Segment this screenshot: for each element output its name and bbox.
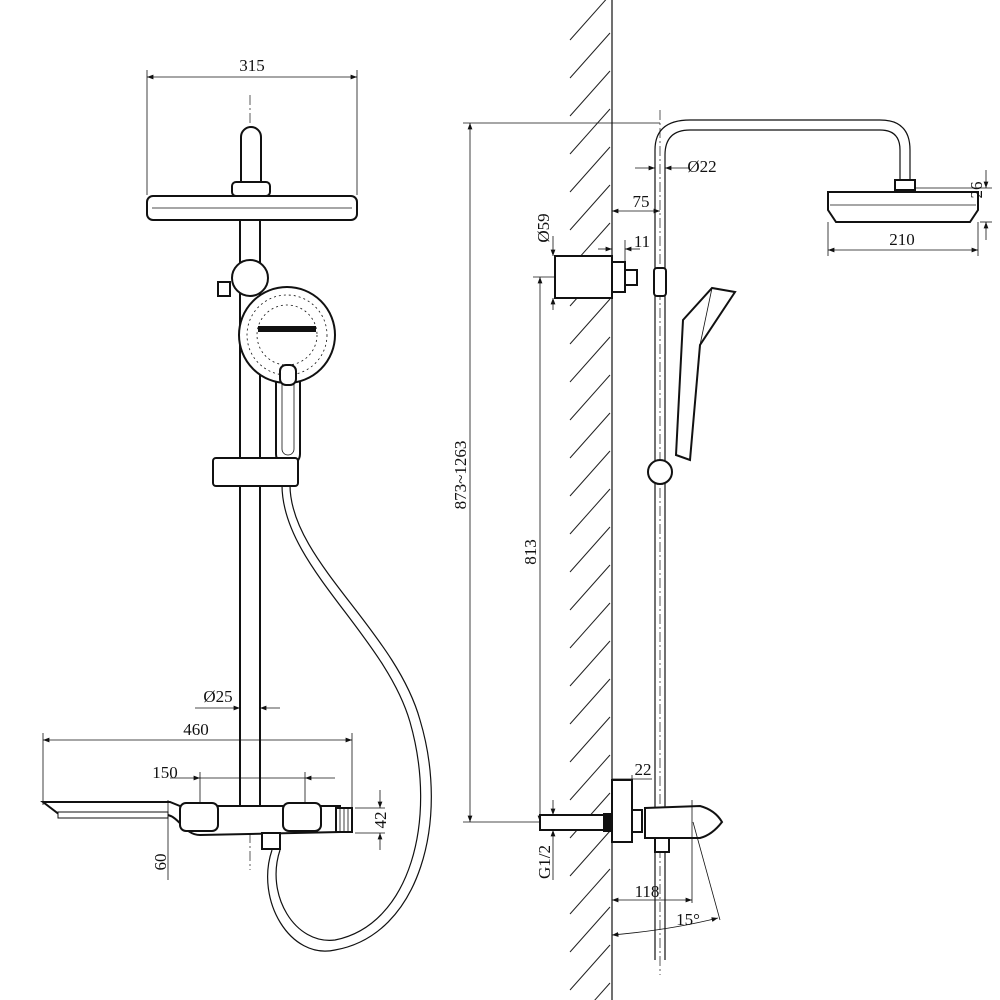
dim-rail-height: 813 xyxy=(521,276,555,822)
dim-valve-centers: 150 xyxy=(152,763,335,805)
svg-text:42: 42 xyxy=(371,812,390,829)
slide-holder xyxy=(212,457,299,487)
dim-rail-diameter: Ø25 xyxy=(195,687,280,711)
svg-text:873~1263: 873~1263 xyxy=(451,441,470,510)
diverter-knob xyxy=(231,259,269,297)
hatch-line xyxy=(569,868,611,915)
side-arm-inner xyxy=(664,129,901,960)
hatch-line xyxy=(569,678,611,725)
svg-text:813: 813 xyxy=(521,539,540,565)
svg-text:460: 460 xyxy=(183,720,209,739)
svg-text:26: 26 xyxy=(967,182,986,199)
spray-selector xyxy=(258,326,316,332)
hatch-line xyxy=(569,412,611,459)
wall-hatching xyxy=(569,0,613,1000)
dim-head-thickness: 26 xyxy=(915,170,992,240)
hatch-line xyxy=(569,640,611,687)
hatch-line xyxy=(569,602,611,649)
dim-total-height: 873~1263 xyxy=(451,122,660,823)
dim-bracket-offset: 11 xyxy=(598,232,650,262)
valve-handle-left xyxy=(179,802,219,832)
svg-text:118: 118 xyxy=(635,882,660,901)
hatch-line xyxy=(569,754,611,801)
svg-text:Ø25: Ø25 xyxy=(203,687,232,706)
diverter-lever xyxy=(217,281,231,297)
dim-shelf-width: 460 xyxy=(42,720,353,812)
hatch-line xyxy=(569,374,611,421)
dim-wall-to-rail: 75 xyxy=(612,192,660,214)
svg-text:11: 11 xyxy=(634,232,650,251)
hatch-line xyxy=(594,982,611,1000)
side-shelf-mixer xyxy=(644,804,724,839)
hatch-line xyxy=(569,488,611,535)
side-slide-holder xyxy=(647,459,673,485)
side-rain-head xyxy=(827,191,979,223)
hatch-line xyxy=(569,906,611,953)
dim-head-diameter: 210 xyxy=(827,222,979,256)
dim-arm-diameter: Ø22 xyxy=(635,157,717,176)
dim-rain-head-width: 315 xyxy=(146,56,358,195)
svg-text:210: 210 xyxy=(889,230,915,249)
side-arm-outer xyxy=(654,119,911,960)
hatch-line xyxy=(569,298,611,345)
dim-thread: G1/2 xyxy=(535,800,556,880)
bracket-clamp xyxy=(653,267,667,297)
svg-text:150: 150 xyxy=(152,763,178,782)
dim-bracket-diameter: Ø59 xyxy=(534,213,556,310)
hatch-line xyxy=(569,450,611,497)
hatch-line xyxy=(569,70,611,117)
hose-connector xyxy=(261,832,281,850)
hatch-line xyxy=(569,944,611,991)
dim-escutcheon: 22 xyxy=(612,760,652,780)
hatch-line xyxy=(569,564,611,611)
svg-text:75: 75 xyxy=(633,192,650,211)
svg-text:Ø22: Ø22 xyxy=(687,157,716,176)
dim-shelf-depth: 60 xyxy=(151,800,170,880)
shower-arm xyxy=(240,126,262,196)
dim-spout-angle: 15° xyxy=(611,821,721,937)
valve-handle-right xyxy=(282,802,322,832)
shower-hose xyxy=(267,484,432,952)
svg-text:22: 22 xyxy=(635,760,652,779)
dim-spout-projection: 118 xyxy=(612,800,693,903)
svg-text:Ø59: Ø59 xyxy=(534,213,553,242)
svg-text:G1/2: G1/2 xyxy=(535,845,554,879)
hatch-line xyxy=(569,0,607,41)
svg-text:315: 315 xyxy=(239,56,265,75)
hatch-line xyxy=(569,336,611,383)
hatch-line xyxy=(569,108,611,155)
svg-text:60: 60 xyxy=(151,854,170,871)
front-view: 315 Ø25 xyxy=(40,56,432,952)
hatch-line xyxy=(569,32,611,79)
hatch-line xyxy=(569,830,611,877)
inlet-pipe xyxy=(539,814,606,831)
dim-shelf-height: 42 xyxy=(355,790,390,850)
side-hand-shower xyxy=(674,286,737,462)
hatch-line xyxy=(569,146,611,193)
svg-text:15°: 15° xyxy=(676,910,700,929)
wall-bracket xyxy=(554,255,613,299)
arm-collar xyxy=(231,181,271,197)
hatch-line xyxy=(569,526,611,573)
hatch-line xyxy=(569,184,611,231)
hatch-line xyxy=(569,716,611,763)
side-view: Ø22 26 210 75 Ø59 xyxy=(451,0,992,1000)
escutcheon xyxy=(611,779,633,843)
